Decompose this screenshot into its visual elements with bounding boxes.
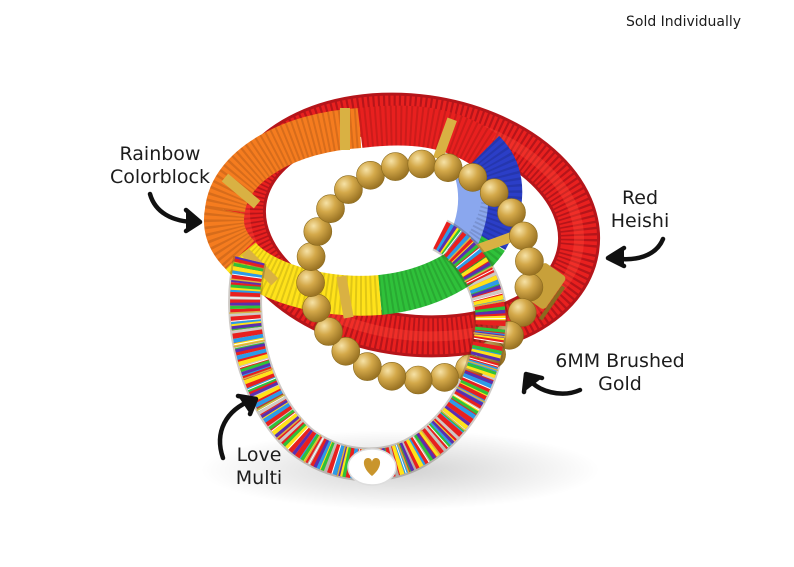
gold-bead: [352, 352, 382, 381]
gold-bead: [302, 293, 331, 323]
heart-bead: [347, 448, 397, 486]
love-multi-bracelet: [228, 219, 508, 486]
gold-bead: [296, 242, 326, 272]
gold-bead: [334, 175, 363, 204]
gold-bead: [509, 221, 538, 251]
gold-bead: [407, 149, 437, 179]
heart-icon: [363, 458, 381, 476]
label-line: Gold: [598, 373, 642, 395]
gold-bead: [497, 198, 526, 227]
gold-bead: [514, 272, 544, 302]
label-line: Rainbow: [119, 143, 201, 165]
gold-bead: [515, 246, 544, 276]
label-line: Multi: [235, 467, 283, 489]
gold-bead: [507, 298, 537, 327]
gold-bead: [314, 317, 343, 346]
gold-bead: [458, 163, 488, 192]
label-line: Love: [236, 444, 282, 466]
gold-bead: [430, 363, 459, 392]
gold-bead-bracelet: [296, 149, 544, 395]
curved-arrow-icon: [147, 191, 203, 234]
gold-bead: [377, 361, 407, 391]
gold-bead: [331, 336, 361, 366]
gold-bead: [356, 161, 385, 190]
label-line: 6MM Brushed: [555, 350, 685, 372]
label-line: Colorblock: [109, 166, 211, 188]
love-multi-label: Love Multi: [224, 444, 294, 490]
gold-bead: [381, 152, 410, 181]
gold-bead: [403, 365, 433, 395]
curved-arrow-icon: [605, 236, 666, 269]
rainbow-colorblock-label: Rainbow Colorblock: [100, 143, 220, 189]
label-line: Red: [621, 187, 659, 209]
gold-bead: [296, 268, 325, 298]
sold-individually-notice: Sold Individually: [626, 14, 742, 30]
gold-bead: [433, 153, 463, 182]
gold-bead: [316, 194, 345, 223]
red-heishi-label: Red Heishi: [600, 187, 680, 233]
curved-arrow-icon: [217, 393, 259, 461]
label-line: Heishi: [610, 210, 670, 232]
gold-bead: [303, 217, 333, 246]
brushed-gold-label: 6MM Brushed Gold: [540, 350, 700, 396]
gold-bead: [479, 178, 509, 207]
curved-arrow-icon: [521, 371, 583, 396]
rainbow-colorblock-bracelet: [203, 105, 523, 319]
